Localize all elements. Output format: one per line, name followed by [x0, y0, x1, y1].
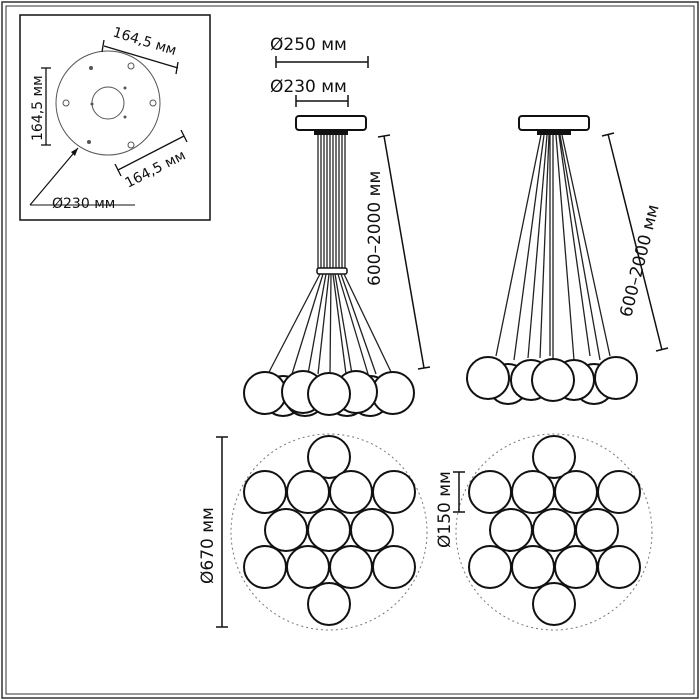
plan-ball-r-9	[468, 545, 512, 589]
plan-ball-l-13	[307, 582, 351, 626]
dim-tick-top-1	[101, 39, 105, 53]
canopy-dimensions: Ø250 мм Ø230 мм	[270, 35, 369, 107]
dim-tick-diag-2	[180, 129, 188, 143]
plan-ball-l-9	[243, 545, 287, 589]
outline-circle-right	[455, 433, 653, 631]
height-dim-tick-left-bottom	[417, 366, 431, 370]
diameter-leader	[29, 147, 79, 206]
plan-ball-r-10	[511, 545, 555, 589]
height-dim-tick-right-top	[601, 132, 615, 137]
plan-ball-l-2	[243, 470, 287, 514]
left-elevation: 600–2000 мм	[243, 115, 431, 417]
screw-hole-7	[90, 102, 94, 106]
plan-ball-l-4	[329, 470, 373, 514]
diameter-arrow	[71, 148, 78, 156]
plan-ball-r-7	[532, 508, 576, 552]
screw-hole-1	[89, 66, 93, 70]
plan-ball-r-5	[597, 470, 641, 514]
plan-ball-r-2	[468, 470, 512, 514]
plan-ball-l-5	[372, 470, 416, 514]
height-label-right: 600–2000 мм	[616, 203, 663, 320]
pendant-ball-left-1	[243, 371, 287, 415]
pendant-ball-left-2	[371, 371, 415, 415]
plan-ball-l-12	[372, 545, 416, 589]
screw-hole-9	[123, 86, 127, 90]
canopy-left-base	[314, 130, 348, 135]
plan-ball-l-7	[307, 508, 351, 552]
overall-diameter-label: Ø670 мм	[198, 507, 218, 584]
plan-ball-r-1	[532, 435, 576, 479]
plan-ball-l-10	[286, 545, 330, 589]
plan-ball-r-11	[554, 545, 598, 589]
canopy-right	[518, 115, 590, 131]
plan-ball-r-13	[532, 582, 576, 626]
plan-ball-r-4	[554, 470, 598, 514]
plan-view-left: Ø670 мм	[198, 433, 428, 631]
screw-hole-2	[127, 62, 135, 70]
height-dim-tick-right-bottom	[655, 347, 669, 352]
plan-ball-l-8	[350, 508, 394, 552]
plan-ball-r-12	[597, 545, 641, 589]
plan-ball-l-6	[264, 508, 308, 552]
cable-clamp-left	[316, 267, 348, 275]
dim-tick-diag-1	[114, 163, 122, 177]
height-dim-line-right	[607, 133, 663, 351]
dim-tick-top-2	[175, 61, 179, 75]
page-frame-inner	[5, 5, 695, 695]
mount-diameter-label: Ø230 мм	[52, 196, 115, 212]
screw-hole-4	[149, 99, 157, 107]
dim-line-diag	[117, 135, 185, 171]
plan-ball-r-8	[575, 508, 619, 552]
mount-plate-inset: 164,5 мм 164,5 мм 164,5 мм Ø230 мм	[19, 14, 211, 221]
canopy-right-base	[537, 130, 571, 135]
plan-view-right: Ø150 мм	[435, 433, 653, 631]
pendant-ball-right-4	[594, 356, 638, 400]
plan-ball-l-11	[329, 545, 373, 589]
plan-ball-l-1	[307, 435, 351, 479]
canopy-outer-label: Ø250 мм	[270, 35, 347, 55]
screw-hole-5	[87, 140, 91, 144]
height-label-left: 600–2000 мм	[365, 171, 385, 286]
plan-ball-l-3	[286, 470, 330, 514]
screw-hole-8	[123, 115, 127, 119]
pendant-ball-left-front	[307, 372, 351, 416]
plan-ball-r-6	[489, 508, 533, 552]
right-elevation: 600–2000 мм	[466, 115, 669, 405]
mount-plate-circle	[55, 50, 161, 156]
canopy-inner-label: Ø230 мм	[270, 77, 347, 97]
cable-bundle-left	[317, 135, 346, 270]
cable-fan-right	[495, 134, 611, 361]
pendant-ball-right-front	[531, 358, 575, 402]
cable-fan-left	[267, 273, 393, 375]
screw-hole-3	[62, 99, 70, 107]
height-dim-line-left	[383, 135, 425, 369]
dim-label-side: 164,5 мм	[30, 75, 46, 141]
pendant-ball-right-1	[466, 356, 510, 400]
dim-line-top	[103, 45, 179, 69]
screw-hole-6	[127, 141, 135, 149]
ball-diameter-label: Ø150 мм	[435, 471, 455, 548]
outline-circle-left	[230, 433, 428, 631]
height-dim-tick-left-top	[377, 134, 391, 138]
plan-ball-r-3	[511, 470, 555, 514]
canopy-left	[295, 115, 367, 131]
